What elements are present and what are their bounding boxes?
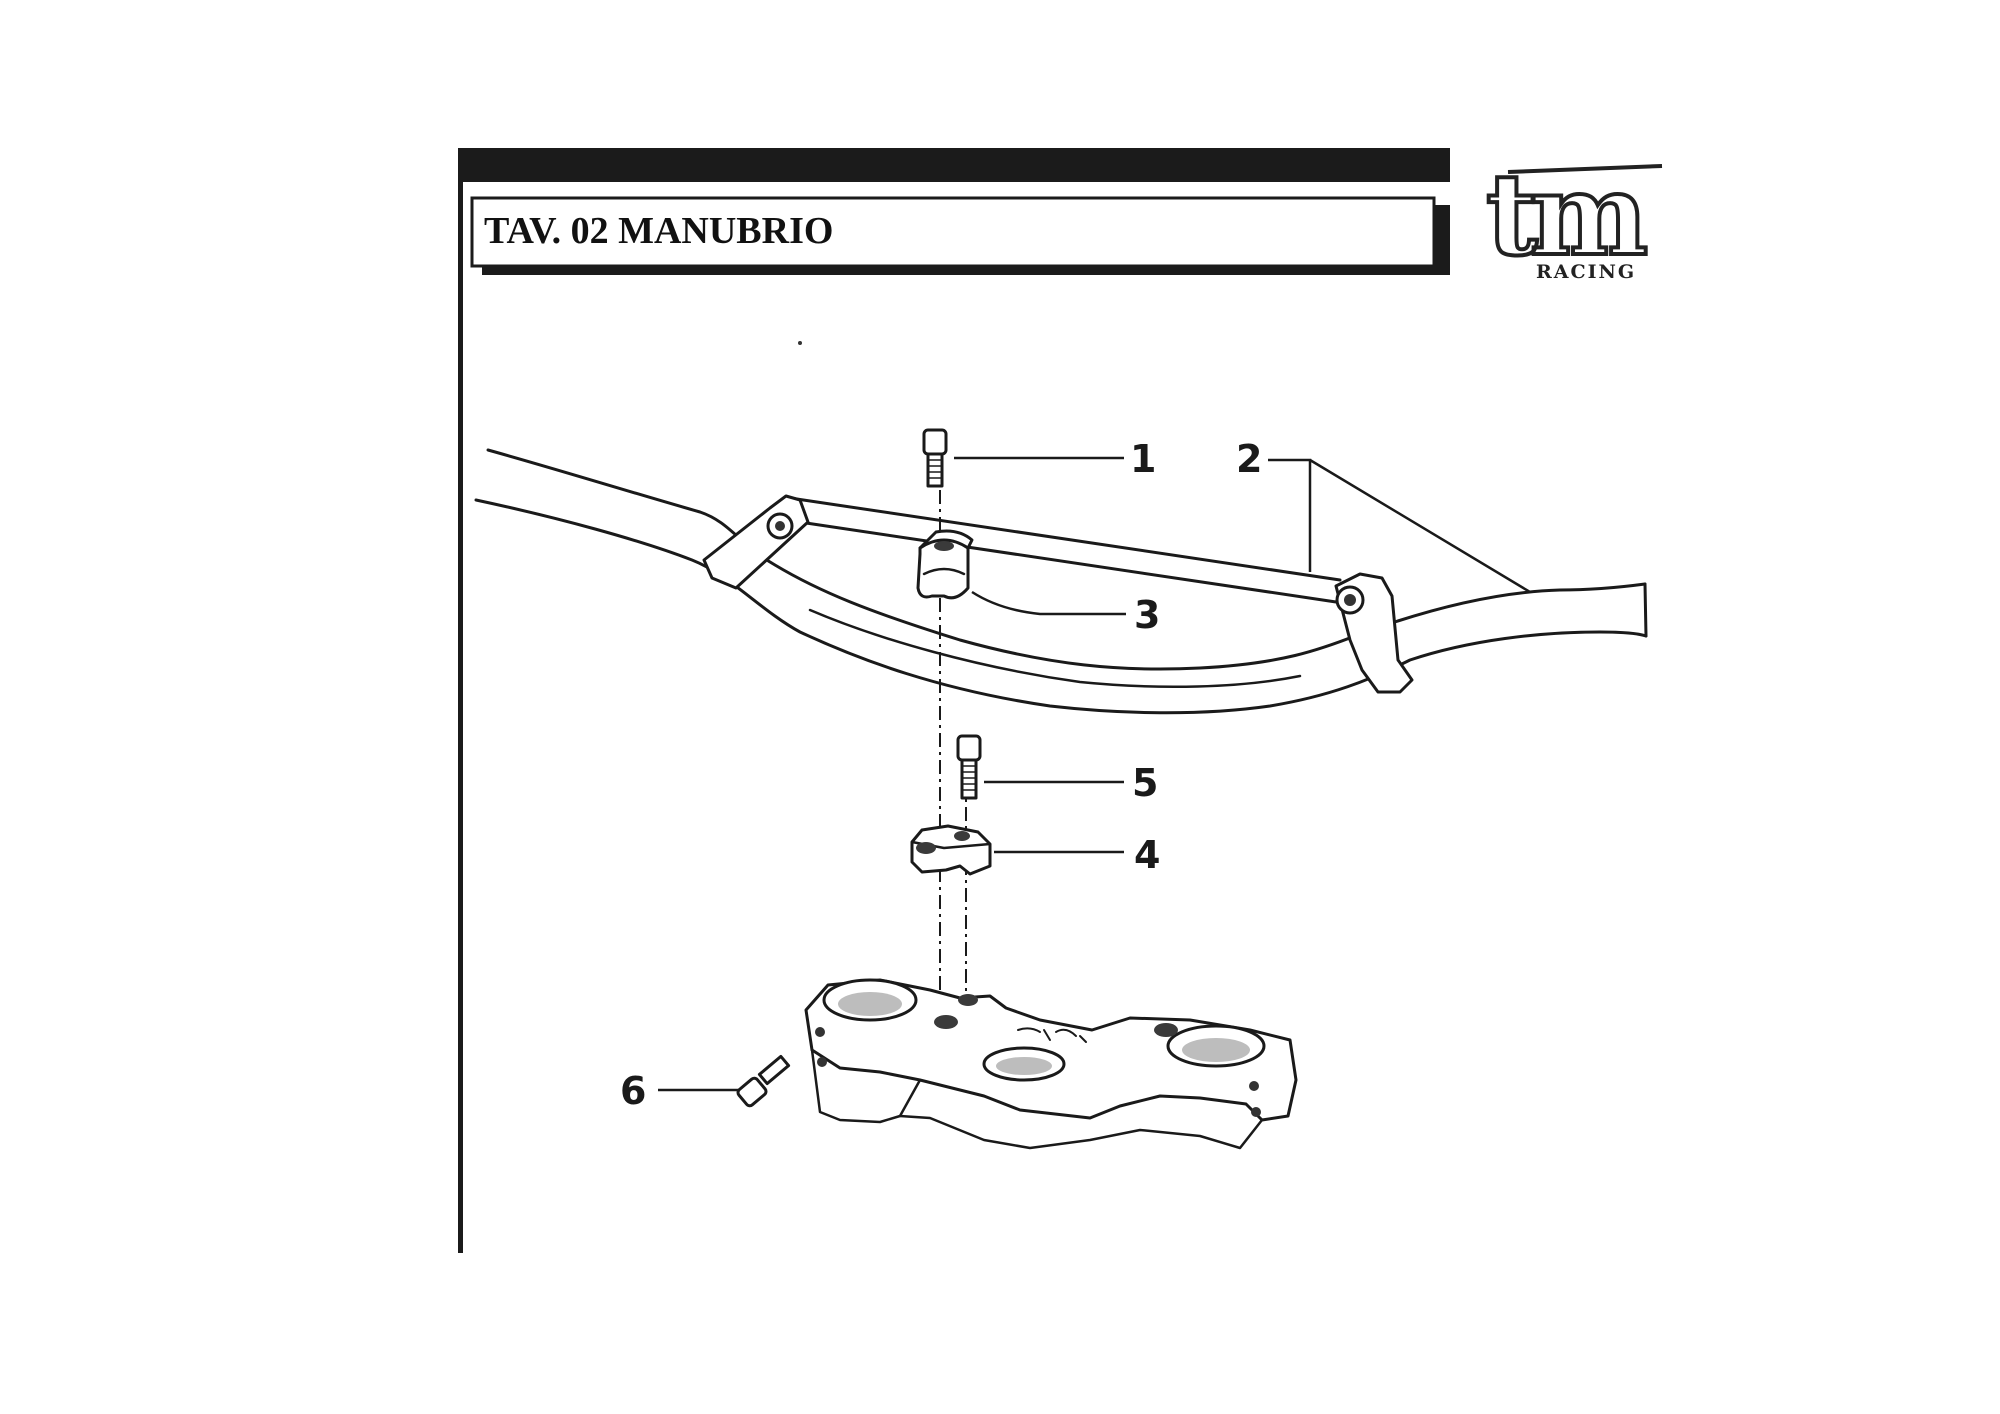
bolt-5-head xyxy=(956,734,982,762)
title-box: TAV. 02 MANUBRIO xyxy=(470,196,1450,275)
logo-swash xyxy=(1507,164,1663,174)
leader-lines xyxy=(658,456,1531,1092)
callout-5: 5 xyxy=(1132,761,1158,805)
callout-4: 4 xyxy=(1134,833,1160,877)
triple-clamp xyxy=(804,978,1298,1150)
plate-frame xyxy=(458,148,1450,1253)
pinch-bolt-hole-3 xyxy=(1249,1081,1259,1091)
callout-6: 6 xyxy=(620,1069,646,1113)
callout-2: 2 xyxy=(1236,437,1262,481)
logo-subtitle: RACING xyxy=(1536,261,1636,283)
riser-mount-boss-right xyxy=(1154,1023,1178,1037)
bolt-part-5 xyxy=(956,734,982,800)
handlebar-end-right xyxy=(1643,582,1648,638)
title-box-face xyxy=(470,196,1436,268)
plate-title: TAV. 02 MANUBRIO xyxy=(484,210,833,252)
callout-3: 3 xyxy=(1134,593,1160,637)
bolt-5-thread xyxy=(961,765,977,791)
lower-clamp-hole-right xyxy=(954,831,970,841)
bolt-1-thread xyxy=(927,459,943,479)
riser-mount-hole-left xyxy=(934,1015,958,1029)
lower-clamp-part-4 xyxy=(910,824,992,876)
bolt-6-head xyxy=(736,1076,768,1108)
handlebar-lower-edge xyxy=(474,498,1648,715)
scan-speck xyxy=(798,341,802,345)
upper-clamp-top xyxy=(918,529,974,550)
handlebar-inner-line xyxy=(808,608,1302,689)
fork-tube-bore-right-shade xyxy=(1182,1038,1250,1062)
crossbar-top xyxy=(788,496,1342,582)
bolt-1-head xyxy=(922,428,948,456)
bolt-5-shank xyxy=(960,758,978,800)
lower-clamp-body xyxy=(910,824,992,876)
stamped-marking xyxy=(1017,1027,1087,1043)
tm-racing-logo: tm RACING xyxy=(1484,148,1663,283)
upper-clamp-hole xyxy=(934,541,954,551)
riser-mount-hole-right xyxy=(958,994,978,1006)
bolt-1-shank xyxy=(926,452,944,488)
pinch-bolt-hole-2 xyxy=(817,1057,827,1067)
frame-top-bar xyxy=(458,148,1450,182)
steering-stem-bore-shade xyxy=(996,1057,1052,1075)
pinch-bolt-part-6 xyxy=(736,1054,791,1108)
left-clamp-bolt-hole xyxy=(775,521,785,531)
pinch-bolt-hole-4 xyxy=(1251,1107,1261,1117)
lower-clamp-hole-left xyxy=(916,842,936,854)
handlebar-upper-edge xyxy=(486,448,1647,671)
bolt-6-shank xyxy=(757,1054,791,1086)
upper-clamp-saddle xyxy=(922,567,966,576)
callout-labels: 1 2 3 4 5 6 xyxy=(620,437,1262,1113)
triple-clamp-lower-edge xyxy=(898,1114,1264,1150)
crossbar-bottom xyxy=(784,518,1338,604)
leader-3 xyxy=(971,590,1126,616)
fork-tube-bore-left-shade xyxy=(838,992,902,1016)
bolt-part-1 xyxy=(922,428,948,488)
right-clamp-bolt-hole xyxy=(1344,594,1356,606)
upper-clamp-part-3 xyxy=(916,529,974,600)
frame-left-border xyxy=(458,148,463,1253)
leader-2 xyxy=(1268,458,1531,594)
pinch-bolt-hole-1 xyxy=(815,1027,825,1037)
callout-1: 1 xyxy=(1130,437,1156,481)
handlebar-part-2 xyxy=(474,448,1648,715)
triple-clamp-front-face xyxy=(810,1048,922,1124)
